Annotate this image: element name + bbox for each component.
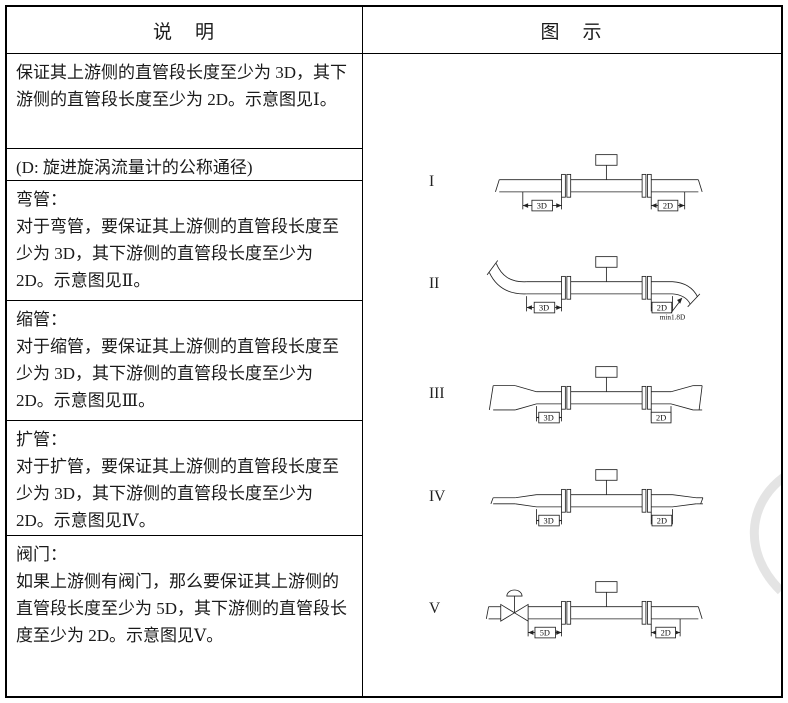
flowmeter-icon (561, 469, 652, 513)
dim-upstream-label: 3D (544, 414, 554, 423)
dim-upstream-label: 3D (539, 304, 549, 313)
spec-row-note: (D: 旋进旋涡流量计的公称通径) (7, 149, 362, 181)
bend-downstream (651, 281, 701, 308)
pipe-downstream (651, 179, 703, 193)
diagram-label: II (429, 275, 440, 292)
dimension-downstream: 2D (650, 406, 672, 424)
flowmeter-icon (561, 581, 652, 625)
spec-body: (D: 旋进旋涡流量计的公称通径) (16, 158, 253, 177)
valve-icon (485, 589, 529, 622)
document-table: 说 明 保证其上游侧的直管段长度至少为 3D，其下游侧的直管段长度至少为 2D。… (5, 5, 783, 698)
flowmeter-icon (561, 366, 652, 410)
diagram-label: IV (429, 488, 446, 505)
column-header-description: 说 明 (7, 7, 362, 54)
diagram-straight: I (427, 144, 709, 220)
straight-pipe-drawing: 3D 2D (495, 154, 703, 212)
illustration-column: 图 示 I (363, 7, 781, 696)
spec-title: 缩管： (16, 310, 67, 329)
reducer-downstream (651, 494, 704, 508)
expander-upstream (490, 494, 562, 508)
pipe-downstream (651, 606, 703, 620)
spec-row-valve: 阀门： 如果上游侧有阀门，那么要保证其上游侧的直管段长度至少为 5D，其下游侧的… (7, 536, 362, 696)
spec-row-expander: 扩管： 对于扩管，要保证其上游侧的直管段长度至少为 3D，其下游侧的直管段长度至… (7, 421, 362, 536)
expander-downstream (651, 385, 703, 411)
dim-downstream-label: 2D (663, 202, 673, 211)
spec-body: 对于弯管，要保证其上游侧的直管段长度至少为 3D，其下游侧的直管段长度至少为 2… (16, 217, 339, 290)
watermark (749, 473, 781, 595)
dimension-downstream: 2D (650, 191, 686, 212)
spec-body: 对于缩管，要保证其上游侧的直管段长度至少为 3D，其下游侧的直管段长度至少为 2… (16, 337, 339, 410)
pipe-upstream (495, 179, 562, 193)
dim-downstream-label: 2D (656, 414, 666, 423)
valve-pipe-drawing: 5D 2D (485, 581, 703, 639)
column-header-illustration: 图 示 (363, 7, 781, 54)
min-bend-label: min1.8D (660, 314, 685, 322)
elbow-upstream (486, 260, 562, 295)
dimension-upstream: 3D (526, 296, 562, 314)
diagram-label: I (429, 173, 435, 190)
diagram-elbow: II (427, 246, 709, 322)
diagram-reducer: III (427, 356, 709, 432)
dimension-upstream: 3D (522, 191, 562, 212)
spec-row-straight: 保证其上游侧的直管段长度至少为 3D，其下游侧的直管段长度至少为 2D。示意图见… (7, 54, 362, 149)
spec-body: 保证其上游侧的直管段长度至少为 3D，其下游侧的直管段长度至少为 2D。示意图见… (16, 63, 348, 109)
dimension-upstream: 3D (536, 406, 562, 424)
diagram-valve: V (427, 571, 709, 647)
dimension-downstream: 2D (650, 296, 673, 314)
dim-upstream-label: 3D (544, 517, 554, 526)
diagram-expander: IV (427, 459, 709, 535)
spec-body: 对于扩管，要保证其上游侧的直管段长度至少为 3D，其下游侧的直管段长度至少为 2… (16, 457, 339, 530)
min-bend-note: min1.8D (660, 297, 685, 322)
diagram-label: III (429, 385, 445, 402)
diagram-area: I (363, 54, 781, 696)
expander-pipe-drawing: 3D 2D (490, 469, 704, 527)
spec-title: 阀门： (16, 545, 67, 564)
pipe-upstream (528, 606, 562, 620)
dimension-upstream: 3D (536, 509, 562, 527)
spec-title: 扩管： (16, 430, 67, 449)
spec-title: 弯管： (16, 190, 67, 209)
flowmeter-icon (561, 256, 652, 300)
elbow-pipe-drawing: 3D 2D min1.8D (486, 256, 701, 322)
dim-upstream-label: 5D (540, 629, 550, 638)
dimension-downstream: 2D (650, 618, 681, 639)
spec-body: 如果上游侧有阀门，那么要保证其上游侧的直管段长度至少为 5D，其下游侧的直管段长… (16, 572, 348, 645)
dim-downstream-label: 2D (657, 517, 667, 526)
dim-downstream-label: 2D (661, 629, 671, 638)
diagram-label: V (429, 600, 441, 617)
spec-row-reducer: 缩管： 对于缩管，要保证其上游侧的直管段长度至少为 3D，其下游侧的直管段长度至… (7, 301, 362, 421)
reducer-upstream (488, 385, 562, 411)
description-column: 说 明 保证其上游侧的直管段长度至少为 3D，其下游侧的直管段长度至少为 2D。… (7, 7, 363, 696)
reducer-pipe-drawing: 3D 2D (488, 366, 703, 424)
spec-row-elbow: 弯管： 对于弯管，要保证其上游侧的直管段长度至少为 3D，其下游侧的直管段长度至… (7, 181, 362, 301)
dim-downstream-label: 2D (657, 304, 667, 313)
flowmeter-icon (561, 154, 652, 198)
dim-upstream-label: 3D (537, 202, 547, 211)
dimension-upstream: 5D (527, 621, 562, 639)
dimension-downstream: 2D (650, 509, 673, 527)
